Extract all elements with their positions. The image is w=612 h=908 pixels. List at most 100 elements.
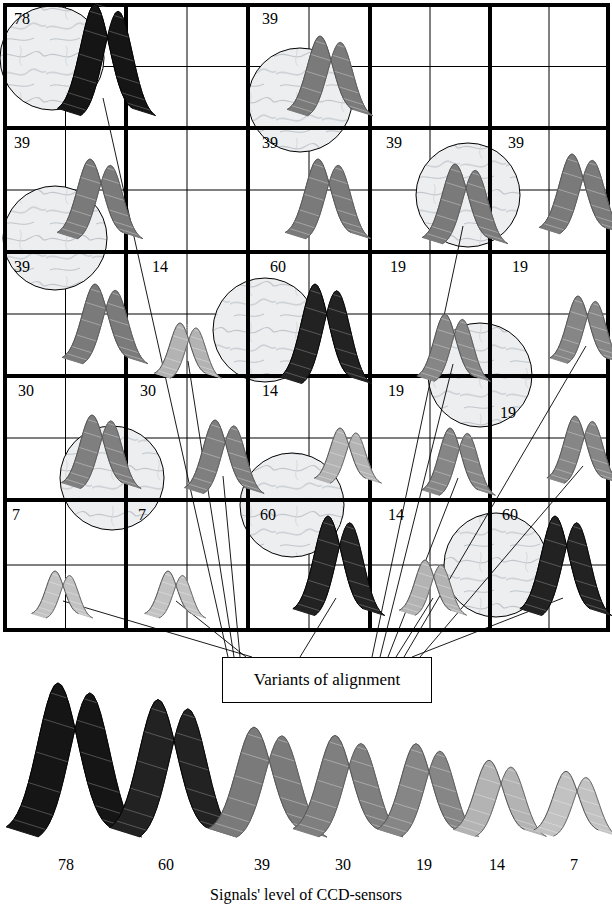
wave-hatch (432, 226, 452, 232)
wave-hatch (595, 216, 612, 222)
wave-hatch (582, 300, 599, 305)
wave-hatch (460, 169, 480, 175)
wave-hatch (416, 744, 440, 751)
wave-hatch (66, 479, 85, 485)
wave-hatch (438, 458, 455, 463)
wave-hatch (290, 229, 310, 235)
cell-value: 39 (262, 134, 278, 152)
wave-hatch (206, 437, 225, 443)
wave-hatch (552, 799, 572, 805)
wave-hatch (80, 752, 112, 762)
cell-value: 39 (508, 134, 524, 152)
wave-hatch (308, 580, 330, 587)
wave-edge (542, 523, 612, 616)
leader-line (223, 476, 240, 657)
leader-line (103, 98, 228, 657)
wave-hatch (551, 475, 568, 480)
wave-hatch (193, 478, 212, 484)
wave-edge (330, 433, 381, 483)
wave-edge (442, 170, 508, 243)
wave-hatch (109, 210, 129, 216)
wave-edge (307, 42, 373, 115)
wave-hatch (285, 372, 307, 379)
wave-body (154, 323, 221, 378)
wave-hatch (305, 307, 327, 314)
wave-hatch (459, 826, 481, 833)
wave-body (285, 159, 371, 239)
wave-hatch (504, 793, 526, 800)
wave-hatch (530, 595, 552, 602)
signal-wave (422, 428, 495, 495)
grid-line-thick (5, 498, 608, 502)
wave-hatch (586, 189, 606, 195)
cell-value: 60 (270, 258, 286, 276)
wave-edge (567, 301, 612, 363)
wave-hatch (38, 607, 52, 612)
wave-hatch (301, 87, 321, 93)
wave-hatch (333, 522, 355, 529)
wave-hatch (65, 591, 79, 596)
wave-hatch (86, 302, 106, 308)
wave-hatch (422, 750, 446, 757)
wave-hatch (79, 447, 98, 453)
wave-body (62, 284, 148, 364)
wave-edge (564, 421, 612, 483)
wave-hatch (394, 803, 418, 810)
wave-hatch (555, 469, 572, 474)
wave-hatch (186, 788, 216, 797)
wave-body (293, 516, 385, 615)
wave-hatch (426, 487, 443, 492)
wave-hatch (418, 573, 434, 578)
wave-hatch (299, 210, 319, 216)
wave-hatch (454, 432, 471, 437)
wave-hatch (148, 611, 162, 616)
wave-edge (159, 576, 206, 619)
signal-wave (422, 164, 508, 244)
wave-hatch (104, 194, 124, 200)
legend-value: 19 (416, 856, 432, 874)
wave-edge (559, 160, 612, 233)
grid-thick-lines (5, 5, 608, 630)
wave-hatch (494, 765, 516, 772)
signal-wave (520, 516, 612, 615)
wave-hatch (313, 560, 335, 567)
wave-hatch (48, 582, 62, 587)
wave-hatch (567, 431, 584, 436)
wave-edge (57, 159, 123, 232)
wave-hatch (544, 224, 564, 230)
signal-wave (110, 700, 237, 837)
wave-body (287, 36, 373, 116)
cell-value: 60 (502, 506, 518, 524)
cell-value: 19 (388, 382, 404, 400)
wave-hatch (158, 591, 172, 596)
wave-hatch (330, 328, 352, 335)
cell-value: 39 (14, 258, 30, 276)
wave-body (534, 771, 612, 836)
wave-edge (422, 164, 488, 237)
wave-hatch (462, 458, 479, 463)
signal-wave (534, 771, 612, 836)
wave-hatch (334, 71, 354, 77)
wave-edge (80, 421, 141, 489)
wave-hatch (549, 216, 569, 222)
wave-hatch (158, 371, 174, 376)
wave-hatch (76, 194, 96, 200)
signal-wave (62, 415, 142, 488)
grid-line-thick (488, 5, 492, 630)
wave-hatch (235, 776, 263, 785)
wave-hatch (430, 481, 447, 486)
wave-body (422, 164, 508, 244)
legend-value: 7 (570, 856, 578, 874)
wave-body (422, 428, 495, 495)
wave-hatch (260, 734, 288, 743)
wave-hatch (560, 522, 582, 529)
wave-hatch (320, 290, 342, 297)
wave-hatch (348, 580, 370, 587)
wave-hatch (198, 467, 217, 473)
signal-wave (62, 284, 148, 364)
wave-hatch (114, 335, 134, 341)
wave-body (550, 296, 612, 363)
wave-hatch (590, 326, 607, 331)
wave-hatch (83, 432, 102, 438)
wave-hatch (548, 812, 568, 818)
